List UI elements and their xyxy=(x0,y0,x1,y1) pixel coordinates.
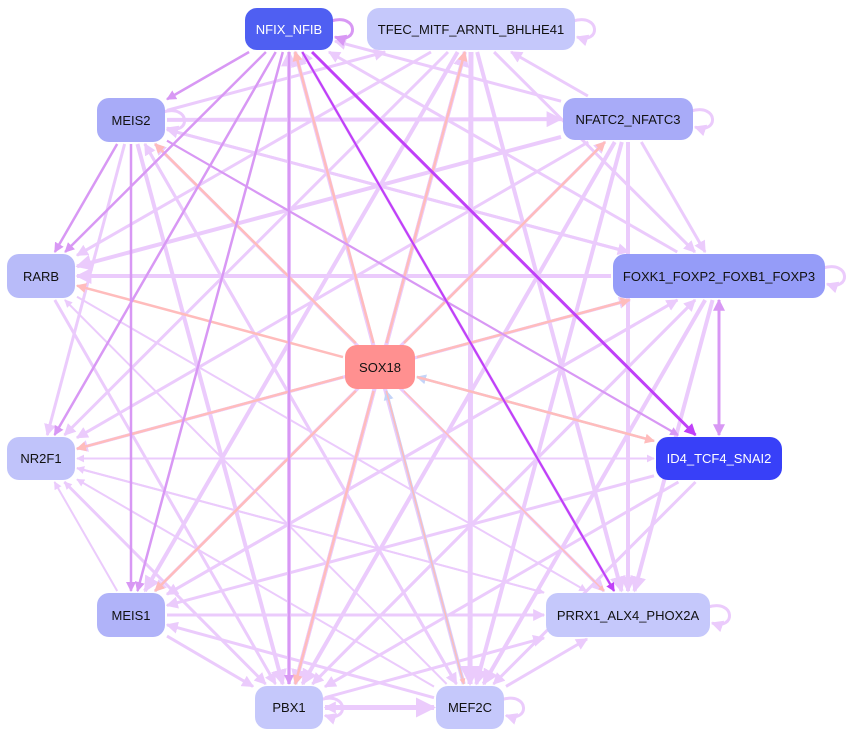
edge-meis2-to-rarb xyxy=(53,143,119,253)
edge-tfec-to-meis1 xyxy=(143,50,460,593)
edge-meis1-to-nr2f1 xyxy=(53,481,119,592)
edge-id4-to-mef2c xyxy=(492,480,697,686)
node-label: ID4_TCF4_SNAI2 xyxy=(666,451,772,466)
edge-mef2c-to-meis2 xyxy=(143,142,458,685)
edge-meis2-to-id4 xyxy=(166,139,679,436)
self-loop-nfatc xyxy=(690,108,714,137)
node-nr2f1[interactable]: NR2F1 xyxy=(7,437,75,480)
edge-nfix-to-nr2f1 xyxy=(53,51,277,436)
node-label: MEIS1 xyxy=(111,607,151,623)
node-rarb[interactable]: RARB xyxy=(7,254,75,298)
edge-meis1-to-foxk xyxy=(166,298,679,596)
edge-nfix-to-prrx xyxy=(301,51,616,592)
edge-sox-to-pbx1 xyxy=(292,390,375,685)
edge-prrx-to-nr2f1 xyxy=(76,466,545,594)
edge-id4-to-pbx1 xyxy=(323,480,680,688)
edge-sox-to-foxk xyxy=(416,297,631,359)
node-label: FOXK1_FOXP2_FOXB1_FOXP3 xyxy=(622,268,816,284)
edge-nfix-to-meis1 xyxy=(134,51,285,592)
node-label: TFEC_MITF_ARNTL_BHLHE41 xyxy=(377,21,565,37)
node-meis2[interactable]: MEIS2 xyxy=(97,98,165,142)
edge-rarb-to-prrx xyxy=(76,295,588,592)
edge-pbx1-to-prrx xyxy=(324,634,546,700)
node-pbx1[interactable]: PBX1 xyxy=(255,686,323,729)
edge-foxk-to-meis2 xyxy=(165,126,629,254)
self-loop-nfix xyxy=(330,18,354,47)
node-label: NFIX_NFIB xyxy=(255,21,323,37)
edge-nfatc-to-pbx1 xyxy=(300,141,617,686)
self-loop-mef2c xyxy=(501,696,525,725)
edge-sox-to-nfix xyxy=(292,51,375,344)
edge-mef2c-to-prrx xyxy=(505,637,589,688)
edge-tfec-to-rarb xyxy=(75,50,432,257)
edge-nfatc-to-nr2f1 xyxy=(75,140,589,439)
node-nfatc[interactable]: NFATC2_NFATC3 xyxy=(563,98,693,140)
edge-nfatc-to-foxk xyxy=(640,141,707,254)
node-id4[interactable]: ID4_TCF4_SNAI2 xyxy=(656,437,782,480)
self-loop-meis2 xyxy=(162,109,186,138)
node-label: MEIS2 xyxy=(111,112,151,128)
node-prrx[interactable]: PRRX1_ALX4_PHOX2A xyxy=(546,593,710,637)
node-label: SOX18 xyxy=(359,359,401,375)
node-mef2c[interactable]: MEF2C xyxy=(436,686,504,729)
node-label: RARB xyxy=(22,268,60,284)
edge-sox-to-nr2f1 xyxy=(76,375,344,452)
edge-nfatc-to-tfec xyxy=(510,50,589,98)
node-label: MEF2C xyxy=(447,700,493,715)
edge-sox-to-id4 xyxy=(416,375,655,444)
edge-meis1-to-pbx1 xyxy=(166,634,255,688)
node-label: PBX1 xyxy=(272,700,306,715)
node-label: NR2F1 xyxy=(20,451,62,466)
node-foxk[interactable]: FOXK1_FOXP2_FOXB1_FOXP3 xyxy=(613,254,825,298)
self-loop-prrx xyxy=(707,604,731,633)
node-nfix[interactable]: NFIX_NFIB xyxy=(245,8,333,50)
edge-sox-to-mef2c xyxy=(385,390,466,685)
self-loop-foxk xyxy=(822,265,846,294)
node-tfec[interactable]: TFEC_MITF_ARNTL_BHLHE41 xyxy=(367,8,575,50)
edge-sox-to-tfec xyxy=(385,51,468,344)
edge-meis2-to-nfatc xyxy=(166,111,563,128)
node-meis1[interactable]: MEIS1 xyxy=(97,593,165,637)
node-sox[interactable]: SOX18 xyxy=(345,345,415,389)
node-label: PRRX1_ALX4_PHOX2A xyxy=(556,607,700,623)
edge-id4-to-meis1 xyxy=(165,474,655,609)
edge-nfix-to-meis2 xyxy=(166,50,250,101)
edge-tfec-to-mef2c xyxy=(460,51,481,686)
edge-nfix-to-id4 xyxy=(310,50,697,437)
edge-nfix-to-rarb xyxy=(64,51,267,253)
edge-sox-to-meis2 xyxy=(154,143,357,344)
self-loop-pbx1 xyxy=(320,696,344,725)
edge-sox-to-prrx xyxy=(403,390,605,592)
edge-sox-to-meis1 xyxy=(154,390,357,592)
self-loop-tfec xyxy=(572,18,596,47)
edge-nfatc-to-rarb xyxy=(75,134,562,271)
node-label: NFATC2_NFATC3 xyxy=(575,111,681,127)
